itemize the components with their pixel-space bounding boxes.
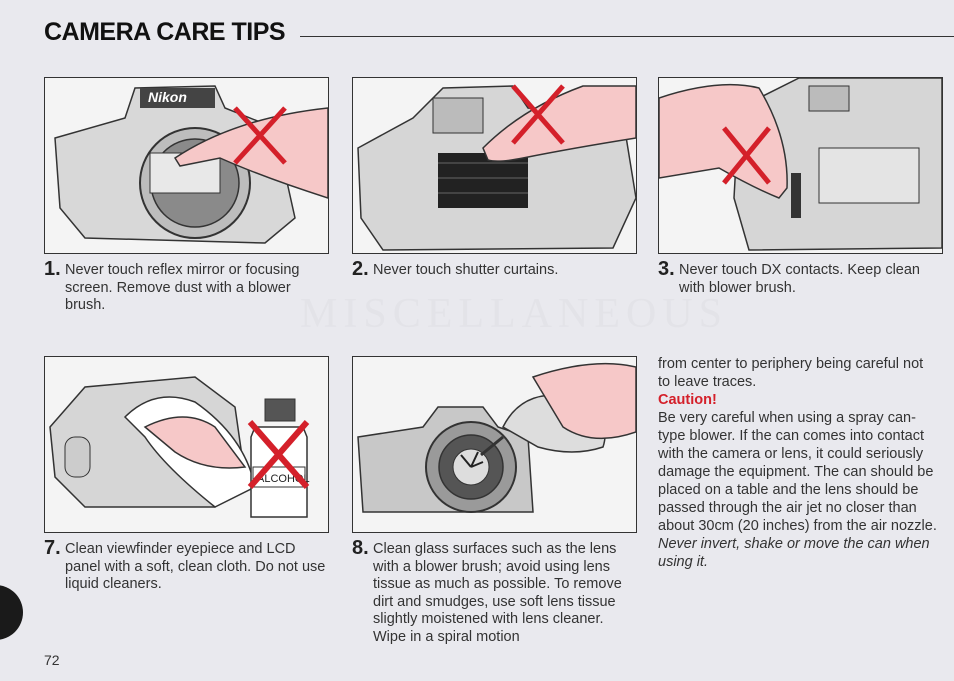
tip-1: 1. Never touch reflex mirror or focusing… bbox=[44, 258, 329, 315]
tip-8: 8. Clean glass surfaces such as the lens… bbox=[352, 537, 632, 646]
chapter-tab-marker bbox=[0, 585, 23, 640]
tip-2-text: Never touch shutter curtains. bbox=[373, 262, 559, 278]
illustration-shutter bbox=[352, 77, 637, 254]
illustration-lens-blower bbox=[352, 356, 637, 533]
section-watermark: MISCELLANEOUS bbox=[300, 291, 729, 337]
caution-italic-text: Never invert, shake or move the can when… bbox=[658, 536, 930, 570]
tip-8-text: Clean glass surfaces such as the lens wi… bbox=[373, 541, 622, 645]
illustration-dx-contacts bbox=[658, 77, 943, 254]
tip-7-number: 7. bbox=[44, 537, 61, 559]
tip-3-text: Never touch DX contacts. Keep clean with… bbox=[679, 262, 920, 296]
tip-2: 2. Never touch shutter curtains. bbox=[352, 258, 637, 280]
tip-2-number: 2. bbox=[352, 258, 369, 280]
illustration-mirror: Nikon bbox=[44, 77, 329, 254]
tip-1-number: 1. bbox=[44, 258, 61, 280]
caution-column: from center to periphery being careful n… bbox=[658, 355, 938, 571]
tip-8-number: 8. bbox=[352, 537, 369, 559]
nikon-logo: Nikon bbox=[148, 89, 187, 105]
caution-body-text: Be very careful when using a spray can-t… bbox=[658, 410, 937, 534]
tip-1-text: Never touch reflex mirror or focusing sc… bbox=[65, 262, 300, 313]
page-number: 72 bbox=[44, 652, 60, 668]
tip-7-text: Clean viewfinder eyepiece and LCD panel … bbox=[65, 541, 326, 592]
page-title: CAMERA CARE TIPS bbox=[44, 18, 286, 46]
title-rule bbox=[300, 36, 954, 37]
continuation-text: from center to periphery being careful n… bbox=[658, 356, 924, 390]
tip-7: 7. Clean viewfinder eyepiece and LCD pan… bbox=[44, 537, 329, 594]
caution-body: Be very careful when using a spray can-t… bbox=[658, 409, 938, 571]
tip-3-number: 3. bbox=[658, 258, 675, 280]
caution-heading: Caution! bbox=[658, 392, 717, 408]
tip-3: 3. Never touch DX contacts. Keep clean w… bbox=[658, 258, 943, 297]
illustration-cloth-alcohol: ALCOHOL bbox=[44, 356, 329, 533]
